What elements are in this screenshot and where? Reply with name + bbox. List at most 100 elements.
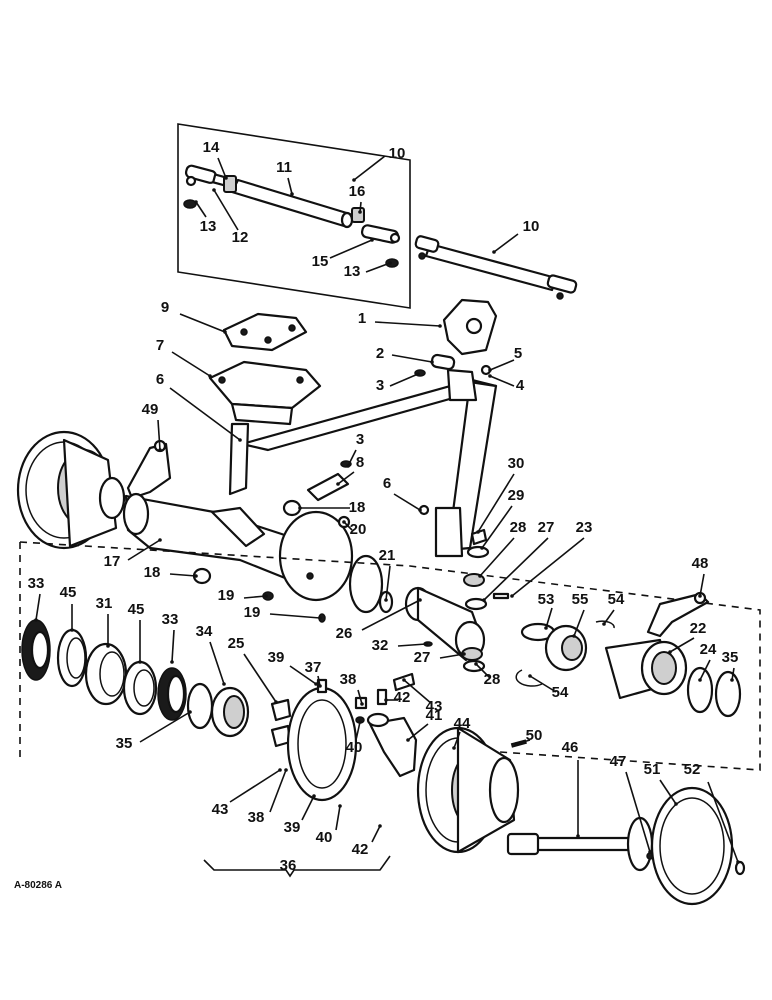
leader-tip-c54a: [602, 622, 606, 626]
callout-c26: 26: [336, 625, 353, 642]
key-30: [470, 528, 488, 546]
callout-c45a: 45: [60, 584, 77, 601]
leader-tip-c48: [698, 594, 702, 598]
callout-c3a: 3: [376, 377, 384, 394]
leader-line-c27b: [439, 653, 465, 659]
leader-line-c35a: [731, 667, 735, 681]
callout-c22: 22: [690, 620, 707, 637]
leader-line-c18b: [169, 573, 197, 577]
callout-c6a: 6: [156, 371, 164, 388]
steering-arm-41: [366, 712, 418, 778]
leader-line-c43a: [403, 679, 433, 705]
plug-52: [734, 860, 746, 876]
leader-tip-c28a: [478, 574, 482, 578]
callout-c6b: 6: [383, 475, 391, 492]
leader-tip-c18b: [194, 574, 198, 578]
drawing-reference: A-80286 A: [14, 880, 62, 891]
callout-c21: 21: [379, 547, 396, 564]
leader-tip-c22: [668, 650, 672, 654]
leader-tip-c28b: [474, 662, 478, 666]
leader-line-c10a: [353, 155, 386, 181]
callout-c24: 24: [700, 641, 717, 658]
leader-line-c33a: [35, 593, 41, 621]
carrier-22: [604, 638, 688, 700]
leader-line-c39a: [289, 665, 317, 685]
leader-line-c23: [511, 537, 585, 597]
leader-line-c26: [361, 599, 421, 631]
leader-line-c35b: [139, 711, 191, 743]
leader-line-c15: [329, 239, 373, 259]
leader-line-c40b: [335, 805, 341, 831]
leader-tip-c18a: [298, 506, 302, 510]
callout-c4: 4: [516, 377, 525, 394]
callout-c8: 8: [356, 454, 364, 471]
callout-c54a: 54: [608, 591, 625, 608]
callout-c42a: 42: [394, 689, 411, 706]
jam-nut-16: [351, 207, 365, 223]
callout-c43b: 43: [212, 801, 229, 818]
callout-c51: 51: [644, 761, 661, 778]
callout-c23: 23: [576, 519, 593, 536]
leader-line-c6a: [169, 387, 241, 441]
leader-line-c32: [397, 643, 427, 647]
callout-c10a: 10: [389, 145, 406, 162]
leader-line-c39b: [301, 795, 315, 821]
leader-tip-c42a: [384, 698, 388, 702]
leader-tip-c10b: [492, 250, 496, 254]
leader-line-c25: [243, 653, 277, 703]
callout-c42b: 42: [352, 841, 369, 858]
cup-45-left: [56, 628, 88, 688]
leader-tip-c45b: [138, 660, 142, 664]
leader-tip-c35a: [730, 678, 734, 682]
brake-shoe-plate: [286, 686, 358, 802]
pin-2: [430, 353, 456, 371]
callout-c55: 55: [572, 591, 589, 608]
callout-c35b: 35: [116, 735, 133, 752]
leader-line-c54b: [529, 675, 557, 693]
leader-tip-c27a: [482, 598, 486, 602]
leader-tip-c13b: [388, 261, 392, 265]
dashed-group-outline: [19, 541, 761, 771]
callout-c54b: 54: [552, 684, 569, 701]
leader-tip-c24: [698, 678, 702, 682]
leader-line-c49: [157, 419, 161, 451]
leader-line-c6b: [393, 493, 421, 511]
leader-tip-c9: [223, 330, 227, 334]
axle-shaft-46: [506, 816, 654, 872]
cup-45-right: [122, 660, 158, 716]
leader-tip-c50: [514, 742, 518, 746]
callout-c1: 1: [358, 310, 366, 327]
callout-c16: 16: [349, 183, 366, 200]
leader-tip-c7: [208, 374, 212, 378]
leader-tip-c33b: [170, 660, 174, 664]
callout-c18a: 18: [349, 499, 366, 516]
callout-c53: 53: [538, 591, 555, 608]
nut-13-right: [385, 258, 399, 268]
callout-c37: 37: [305, 659, 322, 676]
brake-backing-25: [270, 698, 292, 748]
leader-line-c19a: [243, 595, 267, 599]
housing-55: [544, 624, 588, 672]
leader-tip-c43a: [402, 678, 406, 682]
leader-tip-c39b: [312, 794, 316, 798]
leader-tip-c38b: [284, 768, 288, 772]
leader-line-c17: [127, 539, 161, 561]
leader-line-c38a: [357, 689, 363, 705]
callout-c49: 49: [142, 401, 159, 418]
leader-tip-c20: [342, 520, 346, 524]
pin-8: [306, 472, 350, 502]
callout-c50: 50: [526, 727, 543, 744]
leader-line-c3b: [347, 449, 357, 467]
snap-ring-35-right: [714, 670, 742, 718]
leader-tip-c37: [318, 684, 322, 688]
leader-tip-c49: [158, 448, 162, 452]
leader-line-c44: [453, 731, 461, 749]
washer-29: [466, 545, 490, 559]
callout-c30: 30: [508, 455, 525, 472]
hub-left: [16, 430, 126, 550]
clip-54-upper: [595, 620, 615, 629]
leader-tip-c27b: [462, 652, 466, 656]
clip-54-lower: [515, 669, 543, 687]
bracket-7: [208, 360, 322, 426]
